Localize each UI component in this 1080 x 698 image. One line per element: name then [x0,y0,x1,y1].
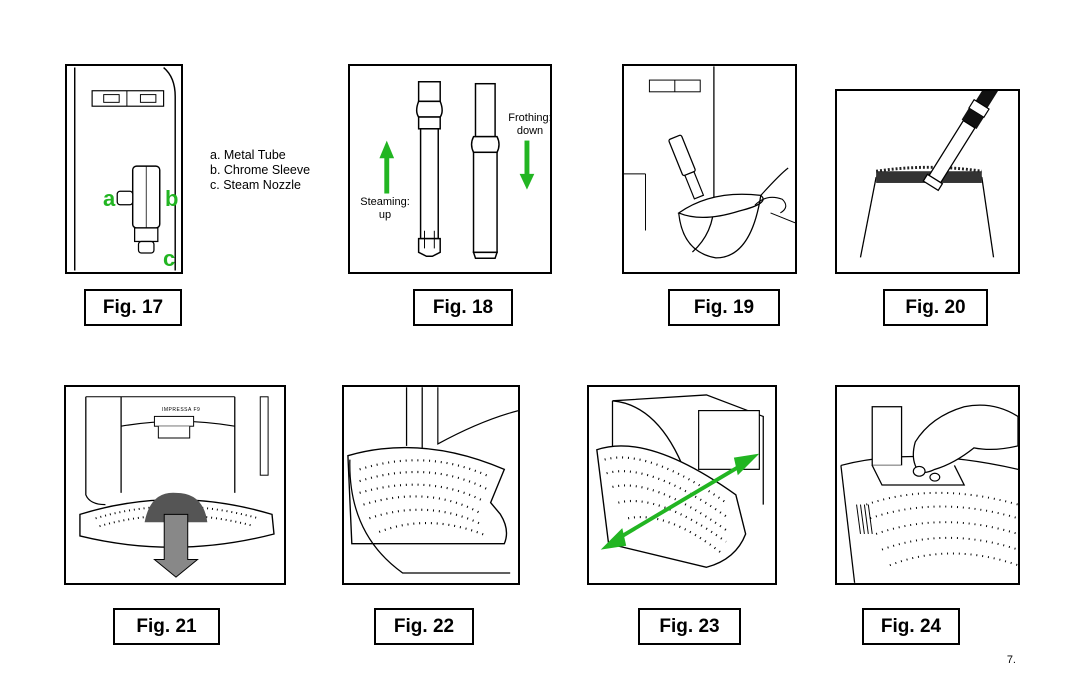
cleaning-nozzle-in-container-drawing [859,91,1001,258]
steaming-note: Steaming: up [352,196,418,222]
fig-17-label: Fig. 17 [84,289,182,326]
figure-18-illustration: Frothing: down Steaming: up [348,64,552,274]
fig17-legend: a. Metal Tube b. Chrome Sleeve c. Steam … [210,148,310,193]
figure-19-illustration [622,64,797,274]
legend-item-chrome-sleeve: b. Chrome Sleeve [210,163,311,177]
figure-24-illustration [835,385,1020,585]
callout-c: c [163,246,176,271]
frothing-note: Frothing: down [500,112,552,138]
drip-tray-drawing [347,387,518,574]
fig-24-label: Fig. 24 [862,608,960,645]
fig-19-label: Fig. 19 [668,289,780,326]
steam-nozzle-drawing [74,67,176,271]
steaming-direction: up [378,209,392,221]
fig-23-label: Fig. 23 [638,608,741,645]
callout-a: a [103,186,116,211]
frothing-milk-drawing [624,66,795,259]
fig-22-label: Fig. 22 [374,608,474,645]
frothing-direction: down [516,125,544,137]
cleaning-tablet-drawing [840,404,1018,583]
machine-brand-label: IMPRESSA F9 [162,407,201,413]
legend-item-steam-nozzle: c. Steam Nozzle [210,178,302,192]
arrow-up-icon [379,140,395,194]
figure-20-illustration [835,89,1020,274]
legend-item-metal-tube: a. Metal Tube [210,148,286,162]
slide-arrow-icon [600,453,760,550]
fig-20-label: Fig. 20 [883,289,988,326]
arrow-down-icon [519,140,535,190]
hand-icon [912,404,1018,482]
callout-b: b [165,186,179,211]
figure-22-illustration [342,385,520,585]
steaming-label: Steaming: [360,196,410,208]
fig-18-label: Fig. 18 [413,289,513,326]
figure-23-illustration [587,385,777,585]
drip-tray-removal-drawing [79,396,275,578]
drip-tray-slide-drawing [596,394,764,568]
page-number: 7. [1006,654,1016,666]
chrome-sleeve-positions-drawing [379,81,535,259]
figure-17-illustration: a b c [65,64,183,274]
frothing-label: Frothing: [508,112,552,124]
pull-down-arrow-icon [144,492,208,578]
fig-21-label: Fig. 21 [113,608,220,645]
figure-21-illustration: IMPRESSA F9 [64,385,286,585]
